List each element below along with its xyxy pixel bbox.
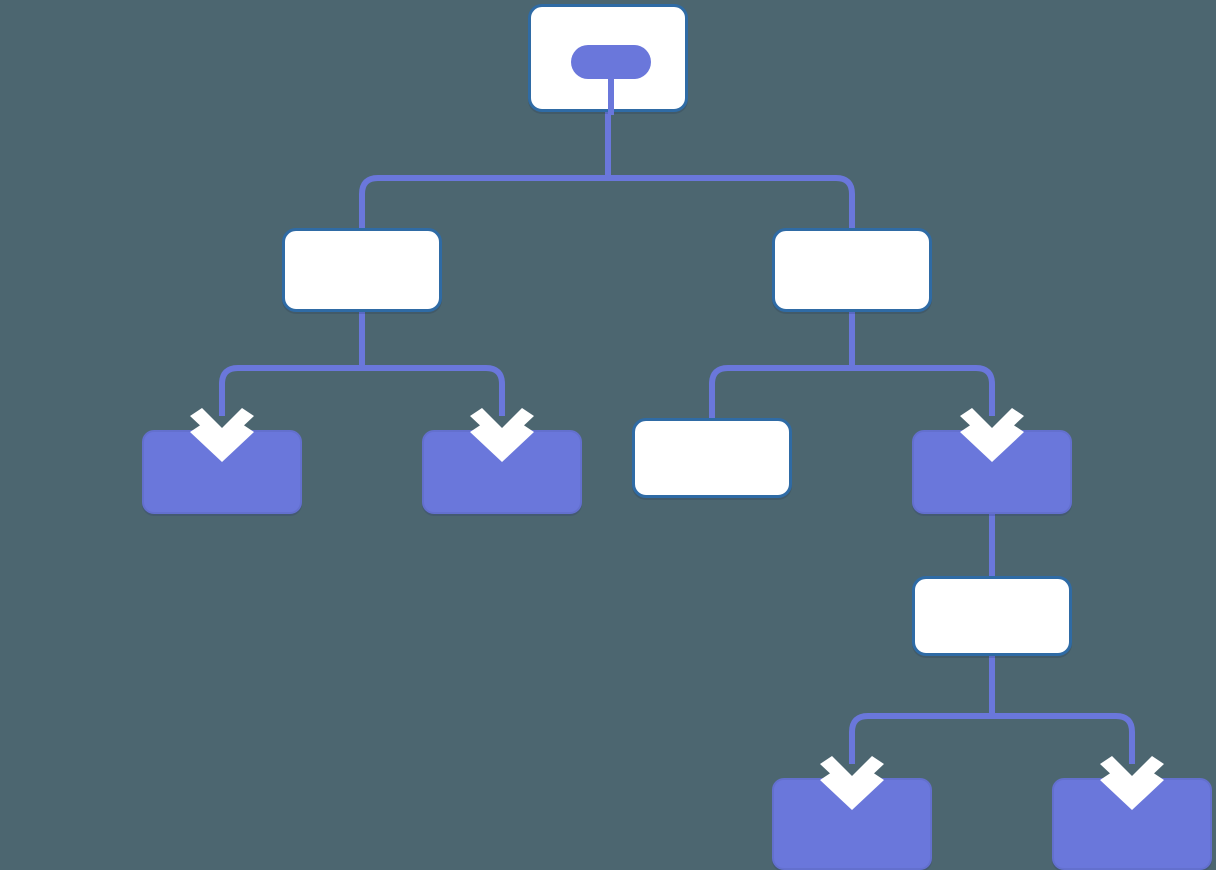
node-level1-left[interactable] (282, 228, 442, 312)
node-leaf-left-b[interactable] (422, 430, 582, 514)
edge-l1-to-l1a (219, 365, 362, 416)
edge-r2-to-r2a (849, 713, 992, 764)
node-level3-right[interactable] (912, 576, 1072, 656)
node-root[interactable] (528, 4, 688, 115)
node-leaf-left-a[interactable] (142, 430, 302, 514)
edge-r1-to-r1a (709, 365, 852, 418)
edge-r2-to-r2b (992, 713, 1135, 764)
edge-root-to-r1 (608, 175, 855, 228)
edge-l1-to-l1b (362, 365, 505, 416)
edge-root-to-l1 (359, 175, 608, 228)
node-branch-right-b[interactable] (912, 430, 1072, 514)
node-leaf-bottom-a[interactable] (772, 778, 932, 870)
node-level1-right[interactable] (772, 228, 932, 312)
pill-stem (608, 73, 614, 115)
node-leaf-right-a[interactable] (632, 418, 792, 498)
node-leaf-bottom-b[interactable] (1052, 778, 1212, 870)
edge-r1-to-r1b (852, 365, 995, 416)
